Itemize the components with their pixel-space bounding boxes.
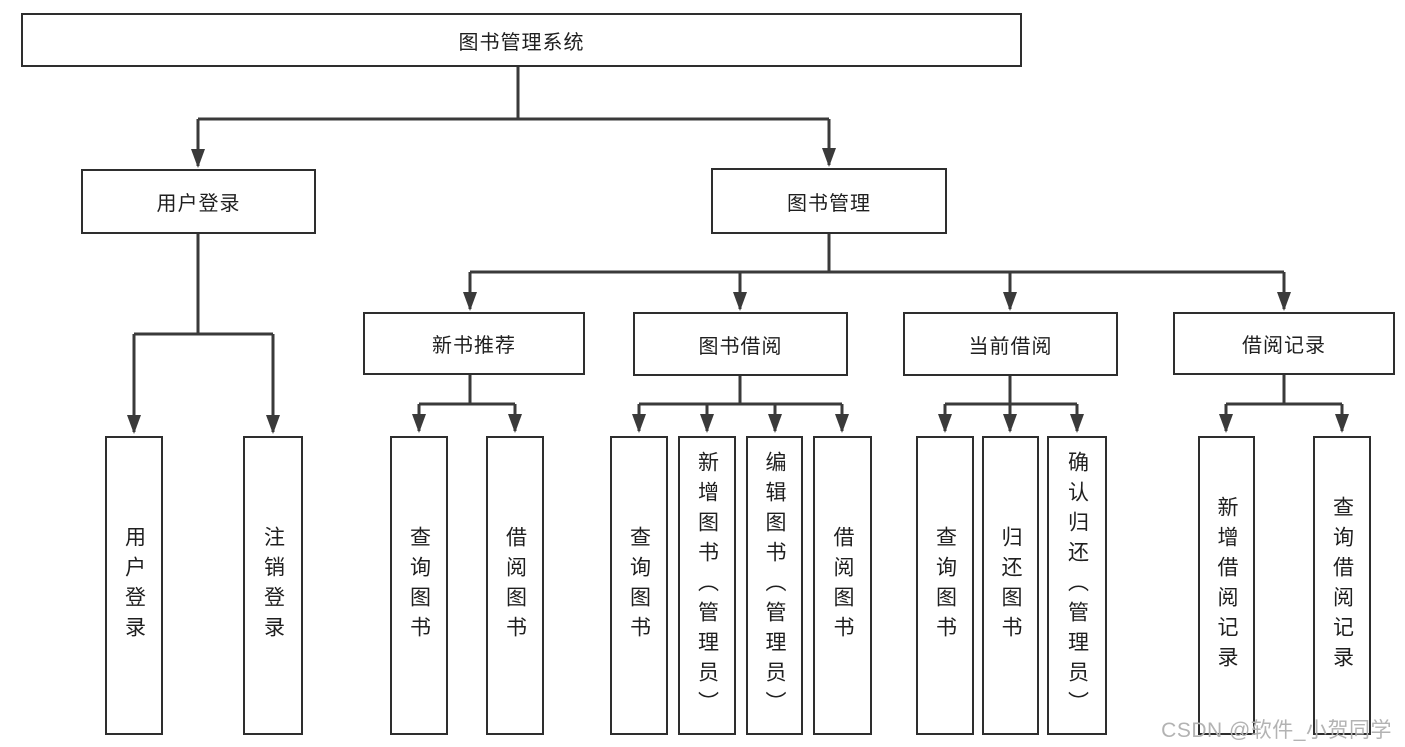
leaf-add-borrow-record: 新增借阅记录: [1198, 436, 1255, 735]
node-root: 图书管理系统: [21, 13, 1022, 67]
node-borrow-record: 借阅记录: [1173, 312, 1395, 375]
node-current-borrow: 当前借阅: [903, 312, 1118, 376]
node-new-book-recommend: 新书推荐: [363, 312, 585, 375]
node-new-book-recommend-label: 新书推荐: [432, 335, 516, 357]
leaf-query-books-borrow-label: 查询图书: [627, 525, 651, 646]
leaf-logout-label: 注销登录: [261, 525, 285, 646]
leaf-logout: 注销登录: [243, 436, 303, 735]
leaf-add-books-admin-label: 新增图书（管理员）: [695, 450, 719, 721]
node-book-management-label: 图书管理: [787, 192, 871, 215]
node-user-login: 用户登录: [81, 169, 316, 234]
leaf-edit-books-admin-label: 编辑图书（管理员）: [763, 450, 786, 721]
leaf-edit-books-admin: 编辑图书（管理员）: [746, 436, 803, 735]
leaf-query-borrow-record-label: 查询借阅记录: [1330, 495, 1354, 676]
leaf-confirm-return-admin: 确认归还（管理员）: [1047, 436, 1107, 735]
leaf-user-login-label: 用户登录: [122, 525, 146, 646]
leaf-query-books-borrow: 查询图书: [610, 436, 668, 735]
leaf-query-books-recommend-label: 查询图书: [407, 525, 431, 646]
leaf-borrow-books-recommend: 借阅图书: [486, 436, 544, 735]
leaf-query-books-recommend: 查询图书: [390, 436, 448, 735]
leaf-query-books-current-label: 查询图书: [933, 525, 957, 646]
node-book-borrow-label: 图书借阅: [698, 335, 783, 358]
leaf-add-borrow-record-label: 新增借阅记录: [1215, 495, 1238, 676]
leaf-query-borrow-record: 查询借阅记录: [1313, 436, 1371, 735]
leaf-return-books: 归还图书: [982, 436, 1039, 735]
leaf-user-login: 用户登录: [105, 436, 163, 735]
leaf-confirm-return-admin-label: 确认归还（管理员）: [1065, 450, 1089, 721]
node-current-borrow-label: 当前借阅: [968, 335, 1053, 358]
leaf-add-books-admin: 新增图书（管理员）: [678, 436, 736, 735]
leaf-borrow-books-recommend-label: 借阅图书: [503, 525, 527, 646]
leaf-borrow-books-label: 借阅图书: [831, 525, 854, 646]
csdn-watermark: CSDN @软件_小贺同学: [1161, 719, 1392, 742]
leaf-borrow-books: 借阅图书: [813, 436, 872, 735]
leaf-query-books-current: 查询图书: [916, 436, 974, 735]
node-root-label: 图书管理系统: [458, 31, 585, 54]
node-borrow-record-label: 借阅记录: [1242, 335, 1326, 357]
node-book-borrow: 图书借阅: [633, 312, 848, 376]
node-user-login-label: 用户登录: [156, 193, 241, 215]
node-book-management: 图书管理: [711, 168, 947, 234]
leaf-return-books-label: 归还图书: [999, 525, 1022, 646]
